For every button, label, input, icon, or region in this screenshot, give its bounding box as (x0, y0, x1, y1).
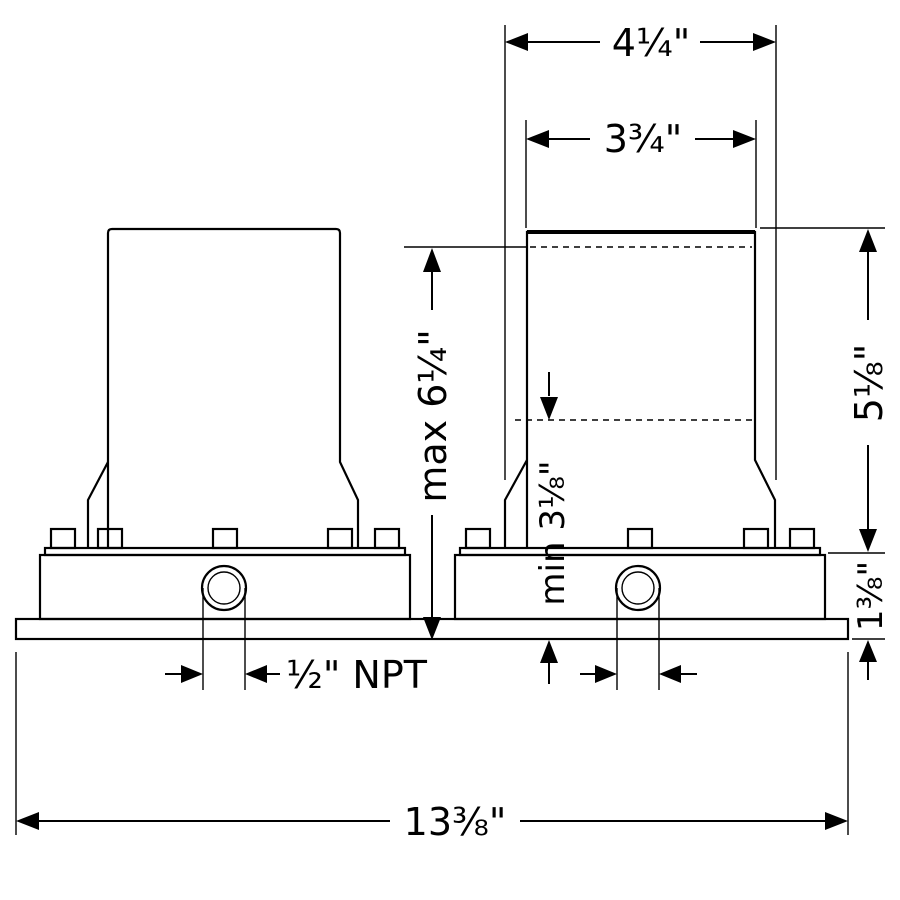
left-valve-body (38, 227, 412, 621)
dim-top-outer-width: 4¼" (504, 21, 777, 480)
dim-pipe-thread-right (580, 588, 697, 690)
dim-overall-width: 13⅜" (15, 652, 849, 844)
dim-base-height: 1⅜" (851, 561, 891, 680)
label-top-outer-width: 4¼" (612, 21, 691, 65)
dim-pipe-thread-left: ½" NPT (165, 588, 428, 697)
right-valve-body (453, 230, 827, 621)
label-right-height: 5⅛" (847, 344, 891, 423)
label-top-inner-width: 3¾" (604, 117, 683, 161)
dim-max-height: max 6¼" (404, 246, 527, 640)
label-max-height: max 6¼" (411, 329, 455, 502)
dim-min-depth: min 3⅛" (533, 372, 573, 684)
dim-right-height: 5⅛" (760, 227, 891, 554)
label-overall-width: 13⅜" (404, 800, 507, 844)
label-pipe-thread: ½" NPT (286, 653, 428, 697)
label-base-height: 1⅜" (851, 561, 891, 631)
label-min-depth: min 3⅛" (533, 460, 573, 605)
dim-top-inner-width: 3¾" (525, 117, 757, 228)
